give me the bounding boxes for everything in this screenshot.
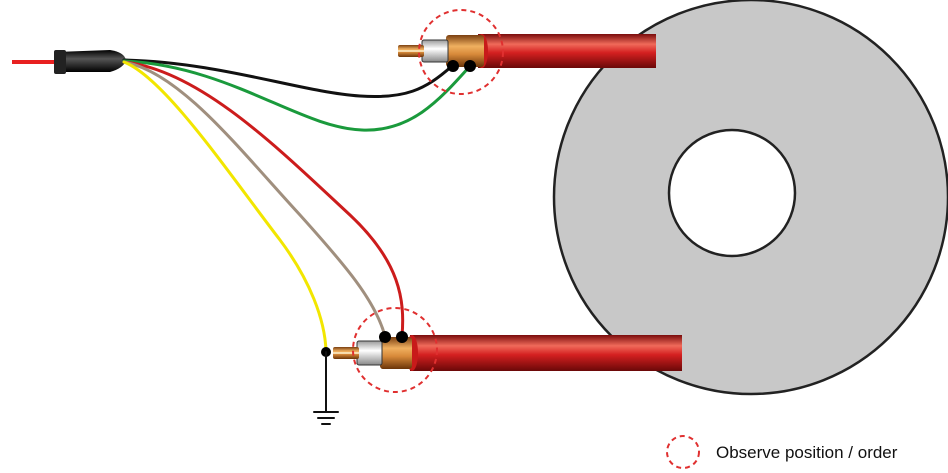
connection-points: [321, 60, 476, 357]
coil: [552, 0, 948, 396]
cable-top-sheath: [446, 35, 484, 67]
dashed-circle-icon: [666, 435, 700, 469]
test-lead-grip: [54, 50, 66, 74]
observe-marker-bottom: [352, 307, 438, 393]
cable-top-body: [478, 34, 656, 68]
wire-yellow: [122, 60, 328, 353]
junction-dot-top-black: [447, 60, 459, 72]
cable-bottom-sheath: [380, 337, 412, 369]
cable-bottom-insulation: [356, 340, 383, 366]
wire-brown: [122, 60, 387, 338]
coil-center-hole: [667, 128, 797, 258]
junction-dot-top-green: [464, 60, 476, 72]
cable-top-insulation: [421, 39, 449, 63]
cable-bottom-body: [410, 335, 682, 371]
junction-dot-bottom-red: [396, 331, 408, 343]
wire-black: [122, 58, 454, 99]
test-lead-plug: [56, 50, 126, 72]
wires: [122, 58, 472, 353]
legend: Observe position / order: [666, 435, 898, 469]
ground-icon: [313, 351, 339, 425]
cable-top: [398, 34, 656, 68]
wire-green: [122, 59, 472, 132]
wire-red: [122, 60, 405, 338]
junction-dot-bottom-brown: [379, 331, 391, 343]
observe-marker-top: [418, 9, 504, 95]
cable-bottom: [333, 335, 682, 371]
legend-label: Observe position / order: [716, 443, 898, 462]
test-lead: [12, 50, 126, 74]
